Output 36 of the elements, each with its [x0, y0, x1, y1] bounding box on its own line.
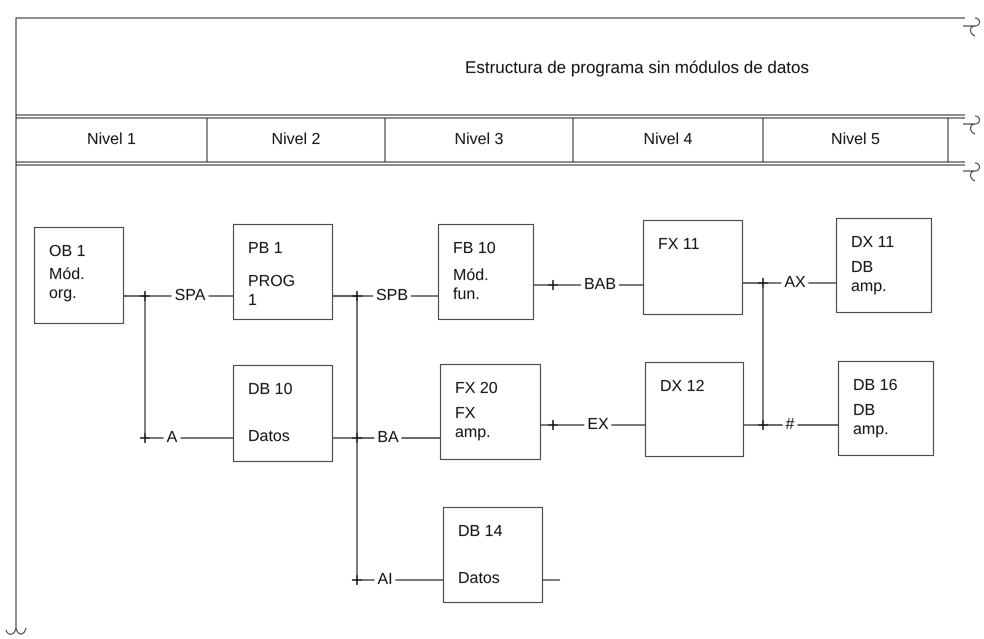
connector-line [333, 295, 443, 581]
block-label: Datos [248, 427, 290, 446]
level-header: Nivel 3 [454, 131, 504, 149]
block-id: FX 20 [455, 379, 498, 398]
block-id: PB 1 [248, 239, 283, 258]
level-header: Nivel 1 [86, 131, 137, 149]
level-header: Nivel 5 [830, 131, 881, 149]
block-label: DB amp. [853, 401, 890, 440]
program-block [838, 361, 934, 456]
block-label: Datos [458, 569, 500, 588]
block-id: DB 14 [458, 522, 502, 542]
program-block [233, 365, 333, 462]
block-label: Mód. fun. [453, 266, 490, 305]
level-header: Nivel 4 [642, 131, 694, 149]
connector-line [124, 295, 233, 439]
program-block [438, 224, 534, 320]
block-id: FX 11 [658, 235, 700, 254]
block-id: OB 1 [49, 242, 86, 262]
program-block [233, 224, 333, 320]
block-label: FX amp. [455, 404, 492, 443]
program-block [443, 507, 543, 603]
block-id: DB 16 [853, 376, 898, 396]
block-id: DB 10 [248, 380, 292, 400]
block-label: Mód. org. [49, 265, 86, 304]
block-label: PROG 1 [248, 272, 296, 311]
level-header: Nivel 2 [270, 131, 322, 149]
program-block [34, 227, 124, 324]
program-block [643, 220, 743, 315]
block-id: DX 12 [660, 377, 704, 396]
diagram-title: Estructura de programa sin módulos de datos [464, 58, 810, 78]
block-id: DX 11 [851, 233, 894, 252]
program-block [440, 364, 541, 460]
block-id: FB 10 [453, 239, 496, 258]
program-block [836, 218, 932, 313]
block-label: DB amp. [851, 258, 888, 297]
program-block [645, 362, 744, 457]
